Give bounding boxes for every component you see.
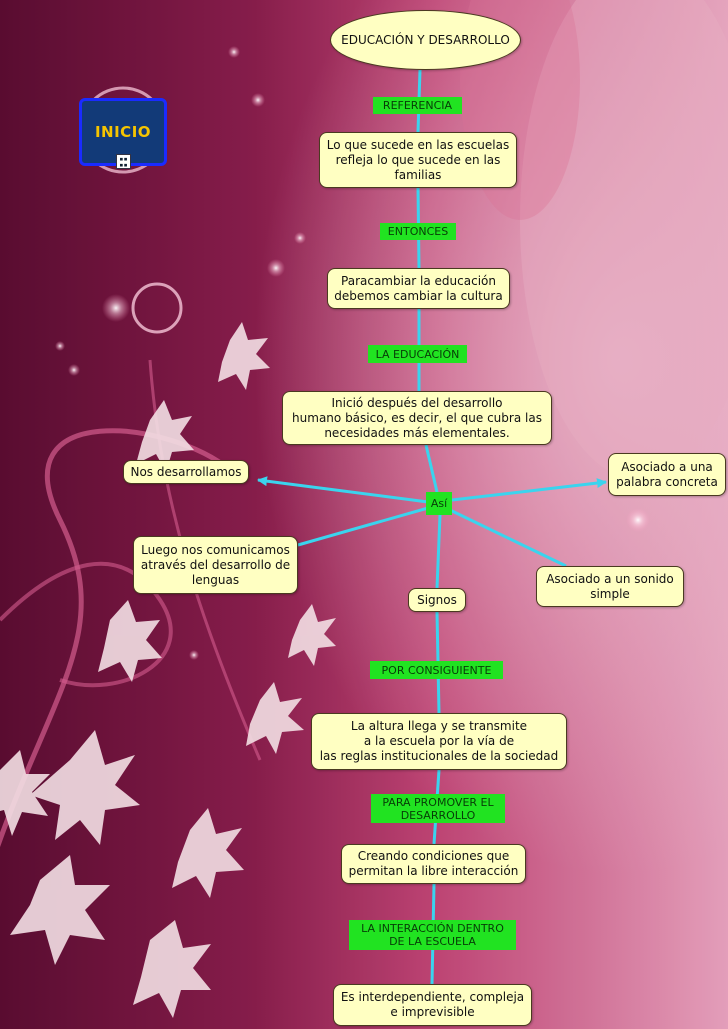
node-familias-text: Lo que sucede en las escuelas refleja lo… — [326, 137, 510, 182]
node-cultura[interactable]: Paracambiar la educación debemos cambiar… — [327, 268, 510, 309]
node-asociado-sonido[interactable]: Asociado a un sonido simple — [536, 566, 684, 607]
link-label-referencia: REFERENCIA — [373, 97, 462, 114]
root-node[interactable]: EDUCACIÓN Y DESARROLLO — [330, 10, 521, 70]
link-label-la-interaccion: LA INTERACCIÓN DENTRO DE LA ESCUELA — [349, 920, 516, 950]
node-interdependiente-text: Es interdependiente, compleja e imprevis… — [340, 990, 525, 1019]
link-label-entonces: ENTONCES — [380, 223, 456, 240]
link-label-la-educacion: LA EDUCACIÓN — [368, 345, 467, 363]
link-asi-palabra — [451, 478, 607, 502]
link-asi-comunicamos — [297, 506, 429, 547]
node-asociado-palabra-text: Asociado a una palabra concreta — [616, 459, 718, 489]
link-label-asi: Así — [426, 492, 452, 515]
node-asociado-sonido-text: Asociado a un sonido simple — [546, 571, 674, 601]
node-familias[interactable]: Lo que sucede en las escuelas refleja lo… — [319, 132, 517, 188]
node-nos-desarrollamos-text: Nos desarrollamos — [130, 464, 242, 479]
node-signos-text: Signos — [417, 592, 457, 607]
node-inicio-desarrollo-text: Inició después del desarrollo humano bás… — [292, 395, 542, 440]
concept-map-icon[interactable]: ▪▪▪▪ — [116, 154, 131, 169]
inicio-label: INICIO — [94, 123, 152, 141]
node-comunicamos-text: Luego nos comunicamos através del desarr… — [140, 542, 291, 587]
node-nos-desarrollamos[interactable]: Nos desarrollamos — [123, 460, 249, 484]
link-label-para-promover: PARA PROMOVER EL DESARROLLO — [371, 794, 505, 823]
root-node-text: EDUCACIÓN Y DESARROLLO — [341, 32, 510, 47]
link-label-por-consiguiente: POR CONSIGUIENTE — [370, 661, 503, 679]
node-altura-text: La altura llega y se transmite a la escu… — [319, 719, 559, 763]
node-comunicamos[interactable]: Luego nos comunicamos através del desarr… — [133, 536, 298, 594]
link-asi-sonido — [449, 508, 567, 568]
node-inicio-desarrollo[interactable]: Inició después del desarrollo humano bás… — [282, 391, 552, 445]
link-asi-signos — [435, 514, 442, 589]
node-condiciones-text: Creando condiciones que permitan la libr… — [348, 849, 519, 878]
link-inicio-asi — [424, 444, 439, 493]
node-signos[interactable]: Signos — [408, 588, 466, 612]
node-interdependiente[interactable]: Es interdependiente, compleja e imprevis… — [333, 984, 532, 1026]
node-altura[interactable]: La altura llega y se transmite a la escu… — [311, 713, 567, 770]
node-condiciones[interactable]: Creando condiciones que permitan la libr… — [341, 844, 526, 884]
link-asi-nosdes — [257, 476, 429, 504]
node-asociado-palabra[interactable]: Asociado a una palabra concreta — [608, 453, 726, 496]
node-cultura-text: Paracambiar la educación debemos cambiar… — [334, 273, 503, 303]
